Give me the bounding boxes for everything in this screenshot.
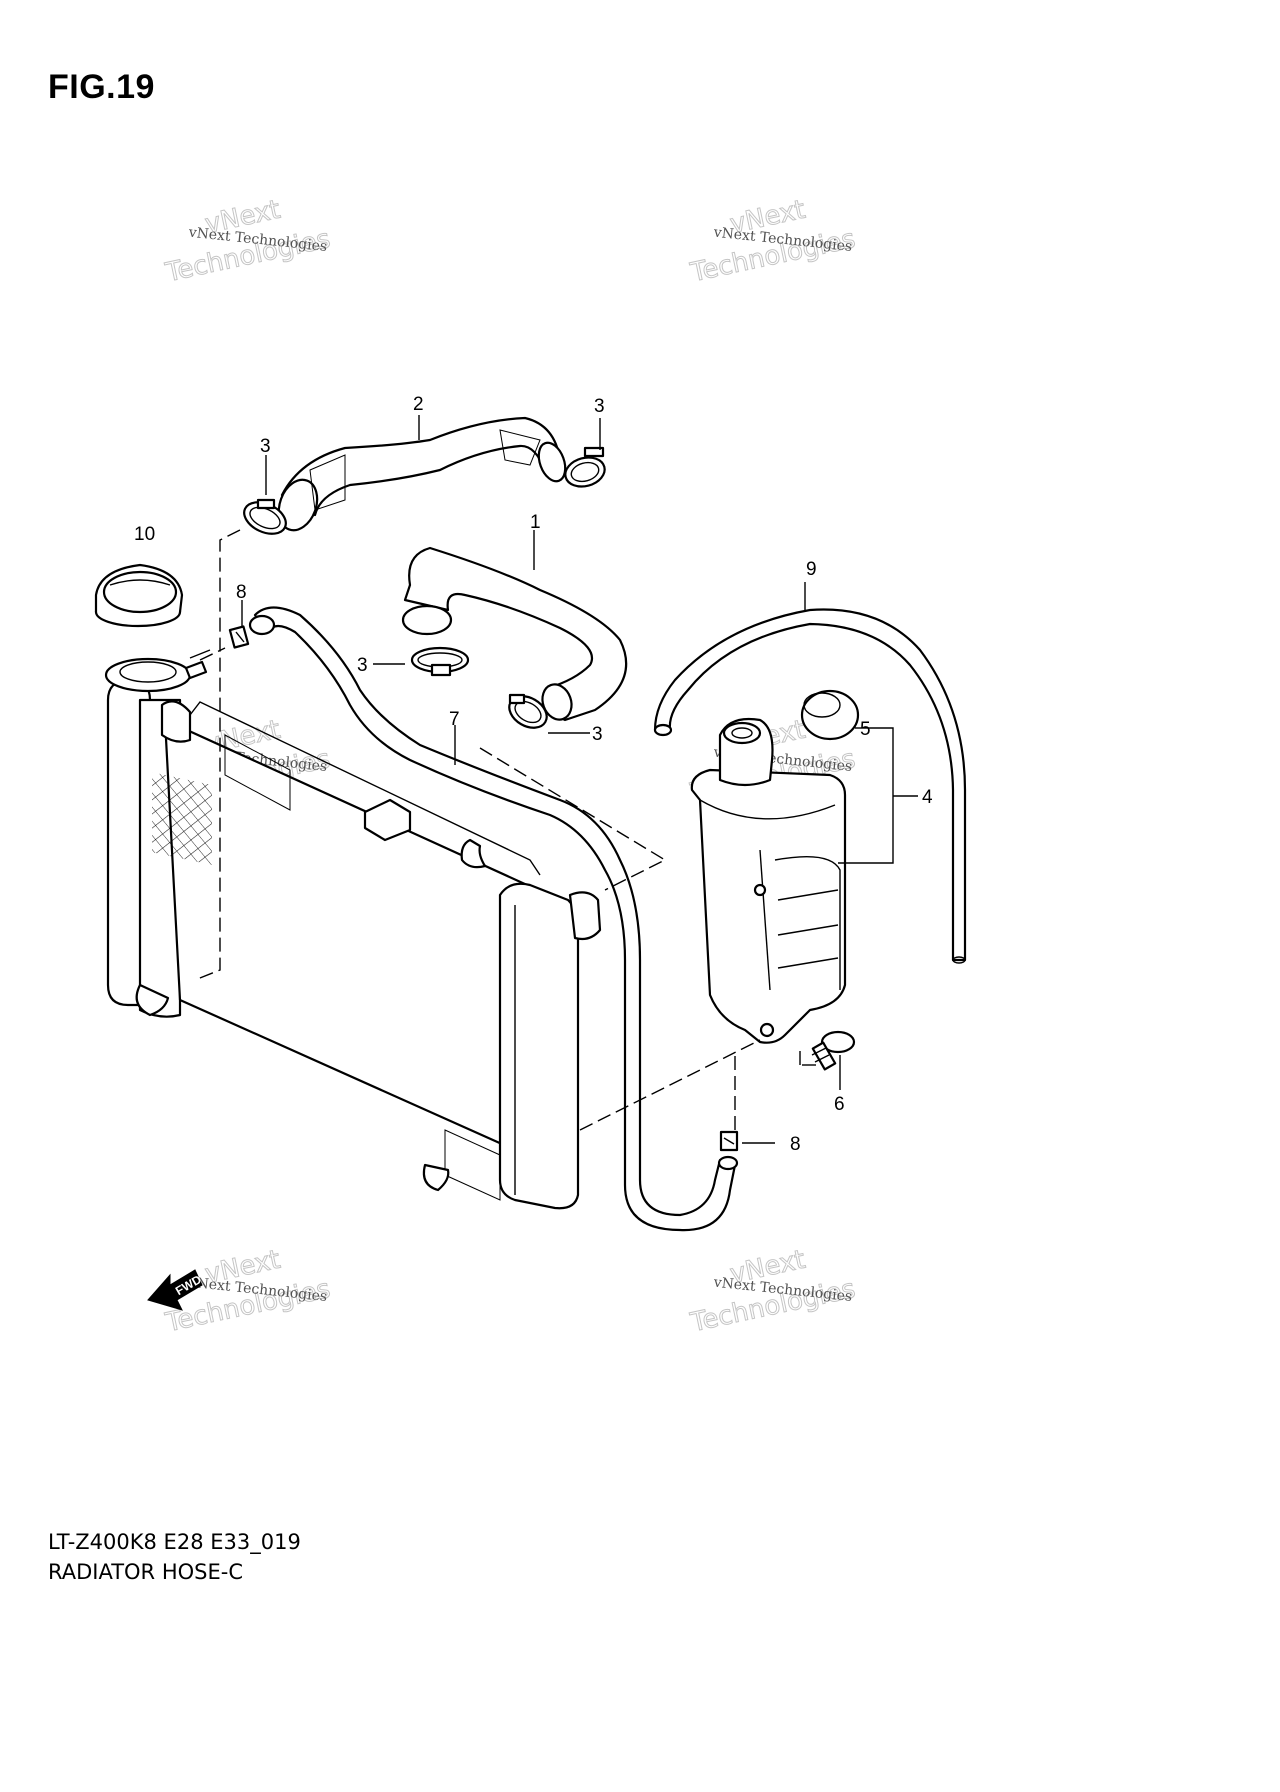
callout-7: 7 xyxy=(449,709,460,730)
phantom-line-left xyxy=(194,529,241,981)
bolt xyxy=(811,1030,856,1071)
reservoir-tank xyxy=(690,717,847,1044)
callout-2: 2 xyxy=(413,394,424,415)
leader-lines xyxy=(189,415,918,1144)
hose-clamp-upper-left xyxy=(243,498,287,535)
figure-name: RADIATOR HOSE-C xyxy=(48,1560,243,1584)
watermark-top-right: vNext Technologies vNext Technologies xyxy=(687,194,859,289)
hose-2 xyxy=(277,416,567,532)
hose-clamp-middle-left xyxy=(410,646,470,677)
callout-3: 3 xyxy=(357,655,368,676)
callout-8: 8 xyxy=(236,582,247,603)
phantom-line-tank-mount xyxy=(579,1039,761,1131)
callout-3: 3 xyxy=(260,436,271,457)
callout-9: 9 xyxy=(806,559,817,580)
callout-3: 3 xyxy=(594,396,605,417)
reservoir-cap xyxy=(800,689,860,741)
radiator xyxy=(104,657,602,1210)
hose-9 xyxy=(653,608,967,964)
phantom-line-clip-upper xyxy=(199,647,226,661)
hose-7 xyxy=(248,606,739,1232)
hose-clamp-upper-right xyxy=(564,446,606,488)
callout-1: 1 xyxy=(530,512,541,533)
hose-clip-lower xyxy=(719,1130,739,1152)
watermark-bottom-right: vNext Technologies vNext Technologies xyxy=(687,1244,859,1339)
callout-4: 4 xyxy=(922,787,933,808)
callout-8: 8 xyxy=(790,1134,801,1155)
callout-3: 3 xyxy=(592,724,603,745)
phantom-line-hose7 xyxy=(479,747,667,891)
radiator-cap xyxy=(94,563,184,628)
hose-clamp-middle-right xyxy=(508,693,548,729)
callout-10: 10 xyxy=(134,524,155,545)
watermark-top-left: vNext Technologies vNext Technologies xyxy=(162,194,334,289)
model-code: LT-Z400K8 E28 E33_019 xyxy=(48,1530,301,1554)
callout-5: 5 xyxy=(860,719,871,740)
callout-6: 6 xyxy=(834,1094,845,1115)
hose-clip-upper xyxy=(228,625,250,649)
figure-title: FIG.19 xyxy=(48,68,155,106)
